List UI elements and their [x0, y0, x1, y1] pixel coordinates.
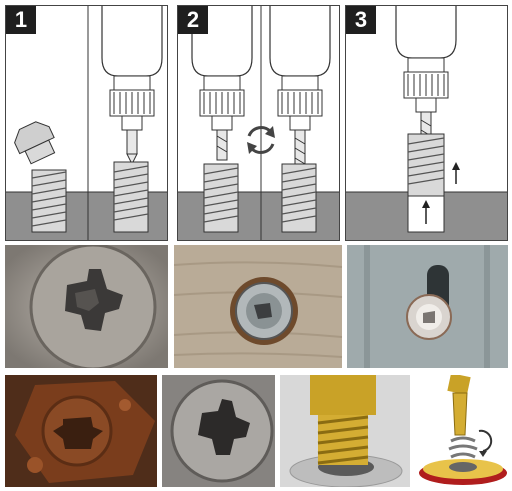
photo-screw-in-wood [174, 245, 342, 368]
step-3-illustration [346, 6, 507, 240]
step-1-illustration [6, 6, 167, 240]
arrow-up-icon [452, 162, 460, 184]
photo-gold-extractor-bit [280, 375, 410, 487]
step-1-panel: 1 [5, 5, 168, 241]
step-2-panel: 2 [177, 5, 340, 241]
right-drill [269, 6, 331, 171]
photo-stripped-screw-in-metal [347, 245, 508, 368]
photo-rusty-bolt [5, 375, 157, 487]
left-drill [191, 6, 253, 161]
step-2-illustration [178, 6, 339, 240]
drill-body [101, 6, 163, 166]
rotate-arrows-icon [247, 126, 275, 154]
step-2-badge: 2 [178, 6, 208, 34]
right-screw-shank [113, 161, 149, 233]
extraction-drill [395, 6, 457, 147]
photo-extractor-diagram [413, 375, 508, 487]
arrow-up-icon [422, 200, 430, 224]
left-screw-shank [31, 169, 67, 233]
step-3-badge: 3 [346, 6, 376, 34]
photo-stripped-cross-screw [5, 245, 168, 368]
step-1-badge: 1 [6, 6, 36, 34]
step-3-panel: 3 [345, 5, 508, 241]
photo-stripped-screw-closeup [162, 375, 275, 487]
broken-bolt-head [14, 121, 56, 165]
